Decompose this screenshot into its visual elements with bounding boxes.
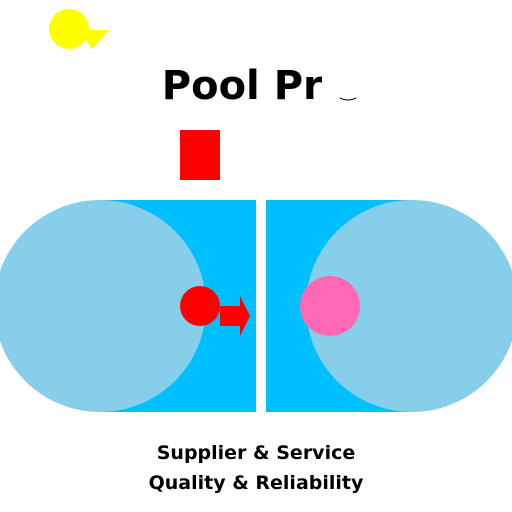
pool-divider (256, 196, 266, 416)
arrow-right-icon (220, 296, 250, 336)
arrow-head (240, 296, 250, 336)
arrow-shaft (220, 306, 240, 326)
title-squiggle-mark (339, 97, 357, 101)
pink-ball-icon (300, 276, 360, 336)
logo-title: Pool Pro (161, 63, 351, 109)
red-ball-icon (180, 286, 220, 326)
sun-disc (49, 9, 89, 49)
pool-end-left (0, 200, 206, 412)
tagline-line-1: Supplier & Service (156, 442, 356, 464)
sun-ray (80, 30, 109, 49)
pool-end-right (306, 200, 512, 412)
sun-icon (49, 9, 109, 49)
tagline-line-2: Quality & Reliability (148, 472, 364, 494)
red-flag-icon (180, 130, 220, 180)
pool-graphic (0, 196, 512, 416)
